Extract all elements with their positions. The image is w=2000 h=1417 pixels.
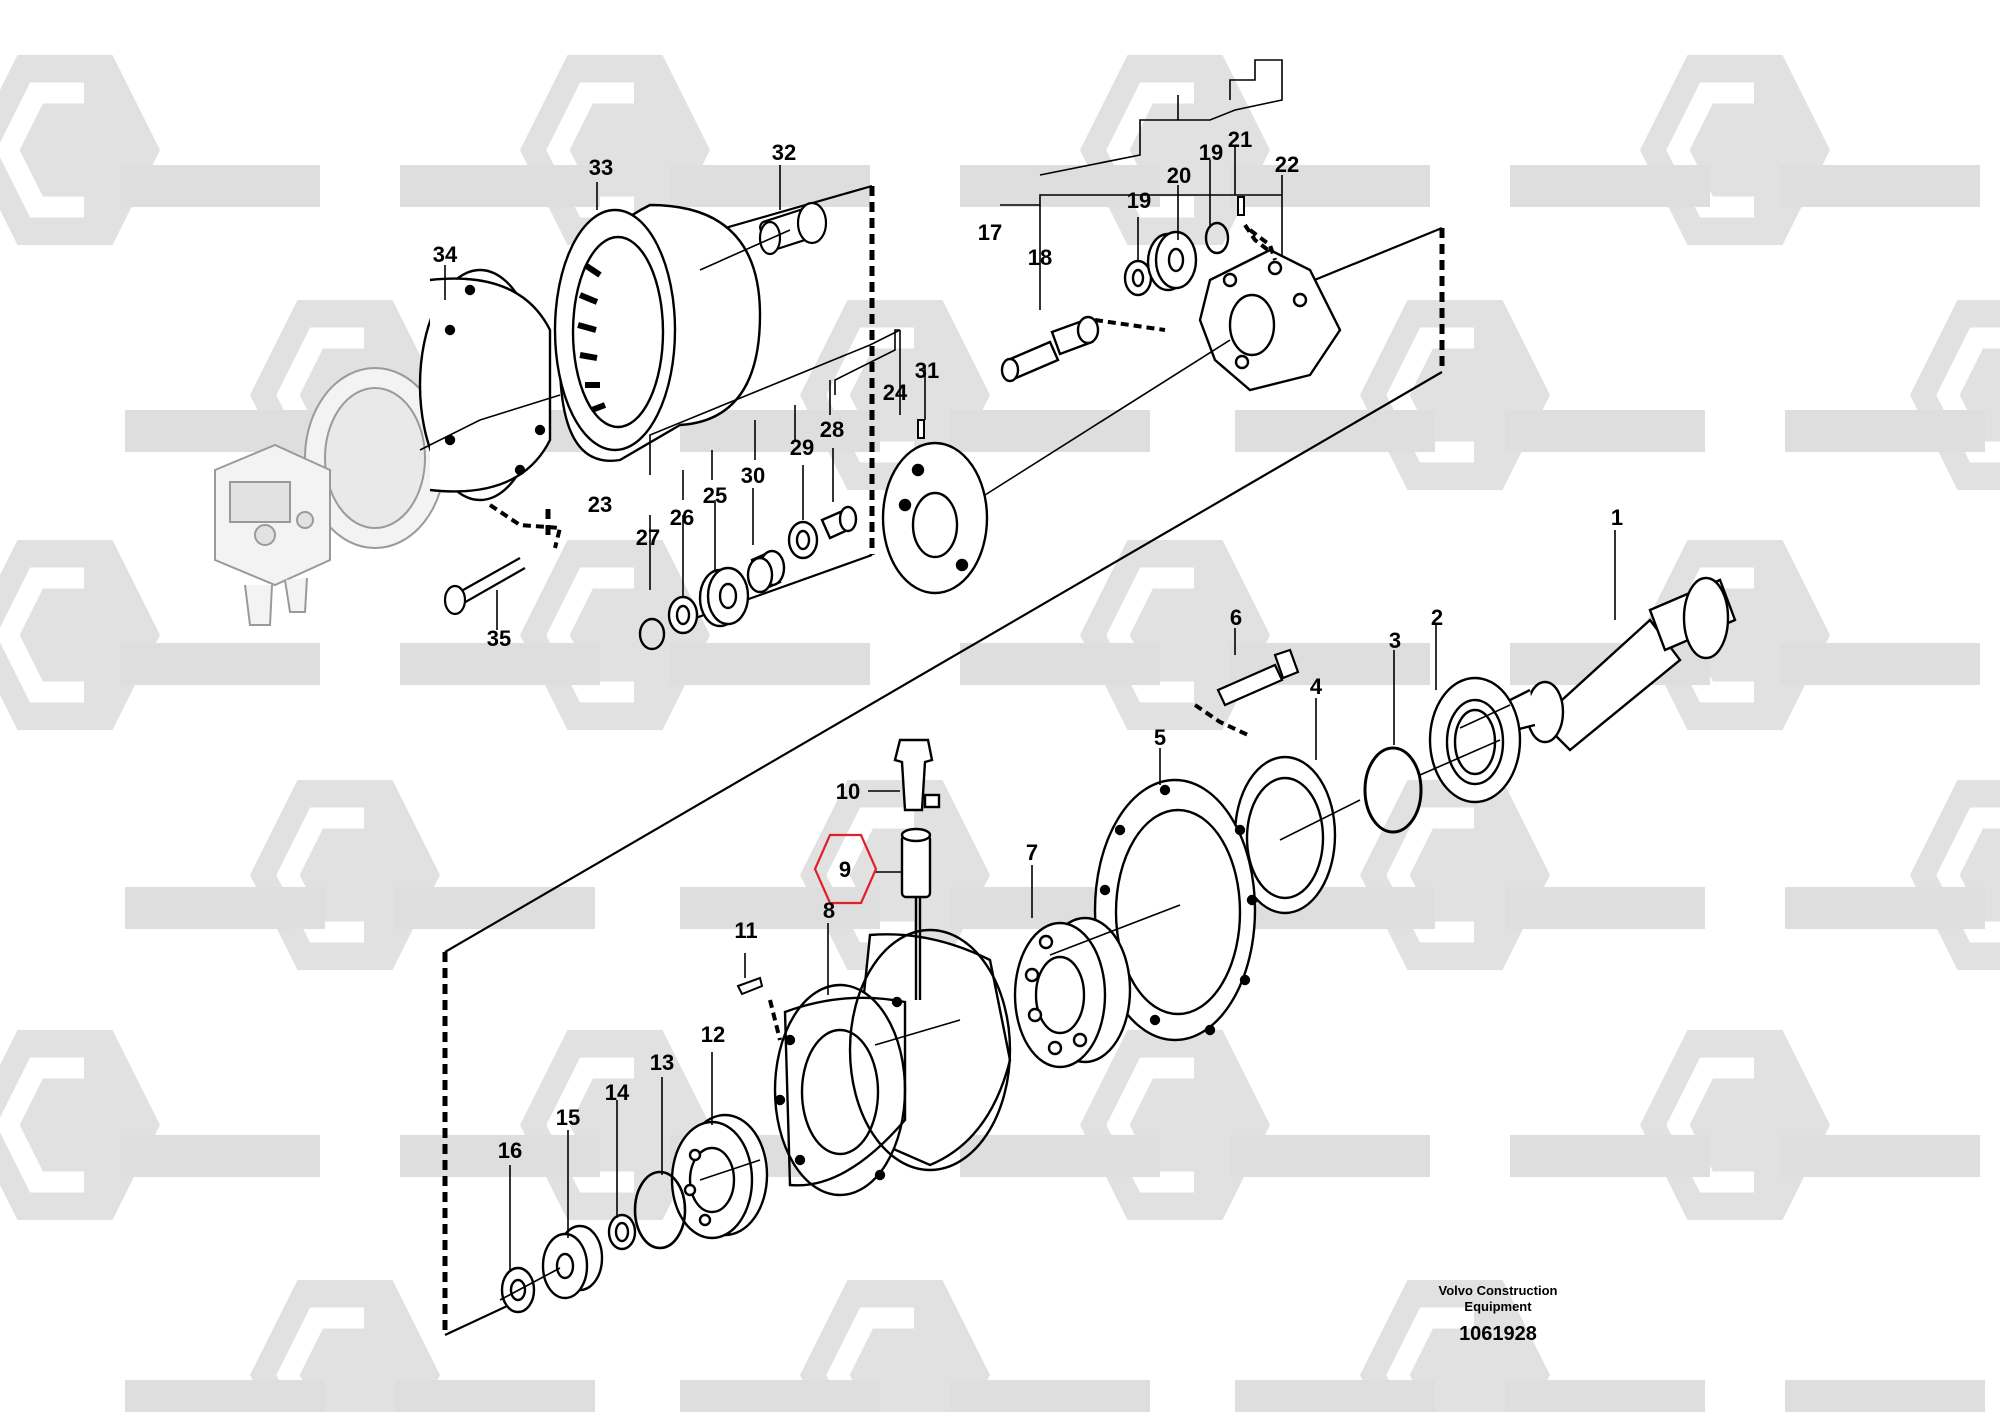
callout-10: 10 — [836, 779, 860, 804]
assembly-axis-lines — [419, 229, 1511, 1301]
watermark-logo — [0, 55, 160, 245]
part-6-bolt — [1216, 648, 1300, 707]
watermark-logo — [1640, 55, 1830, 245]
watermark-logo — [0, 540, 160, 730]
part-3-o-ring — [1363, 746, 1423, 834]
callout-21: 21 — [1228, 127, 1252, 152]
part-28-pin — [820, 505, 858, 540]
part-7-roller-bearing — [1013, 916, 1132, 1069]
part-18-shaft — [1000, 315, 1100, 383]
callout-14: 14 — [605, 1080, 630, 1105]
leader-lines — [444, 59, 1616, 1272]
callout-12: 12 — [701, 1022, 725, 1047]
callout-33: 33 — [589, 155, 613, 180]
part-15-sun-gear — [541, 1224, 604, 1300]
part-29-thrust-washer — [787, 520, 819, 560]
part-10-valve — [893, 738, 941, 812]
part-35-bolt — [443, 557, 526, 616]
part-31-spring-pin — [917, 419, 925, 439]
callout-35: 35 — [487, 626, 511, 651]
callout-19: 19 — [1127, 188, 1151, 213]
callout-7: 7 — [1026, 840, 1038, 865]
watermark-logo — [520, 540, 710, 730]
part-9-sleeve — [900, 827, 932, 1000]
manufacturer-line-2: Equipment — [1464, 1299, 1532, 1314]
assembly-dashed-outline — [442, 186, 1445, 1335]
callout-18: 18 — [1028, 245, 1052, 270]
callout-9: 9 — [839, 857, 851, 882]
watermark-logo — [1910, 300, 2000, 490]
part-30-needle-bearing — [746, 549, 786, 594]
part-24-carrier — [881, 441, 989, 595]
hydraulic-motor — [214, 367, 446, 626]
callout-23: 23 — [588, 492, 612, 517]
drawing-number: 1061928 — [1459, 1323, 1537, 1345]
part-34-ring-housing — [418, 268, 552, 502]
part-22-carrier-plate — [1198, 248, 1342, 392]
part-4-seal-ring — [1233, 755, 1337, 915]
callout-27: 27 — [636, 525, 660, 550]
callout-25: 25 — [703, 483, 727, 508]
part-25-planet-gear — [698, 566, 750, 628]
watermark-logo — [250, 780, 440, 970]
watermark-logo — [1360, 300, 1550, 490]
part-1-output-shaft — [1508, 576, 1737, 752]
part-20-planet-gear — [1146, 230, 1198, 292]
part-11-pin — [736, 976, 764, 996]
watermark-layer — [0, 55, 2000, 1417]
callout-15: 15 — [556, 1105, 580, 1130]
dashed-connectors — [488, 223, 1277, 1041]
callout-labels: 1 2 3 4 5 6 7 8 9 10 11 12 13 14 15 16 1… — [433, 127, 1623, 1163]
watermark-logo — [1080, 540, 1270, 730]
watermark-logo — [1640, 1030, 1830, 1220]
callout-11: 11 — [734, 918, 757, 943]
callout-22: 22 — [1275, 152, 1299, 177]
callout-2: 2 — [1431, 605, 1443, 630]
callout-5: 5 — [1154, 725, 1166, 750]
callout-32: 32 — [772, 140, 796, 165]
callout-16: 16 — [498, 1138, 522, 1163]
callout-8: 8 — [823, 898, 835, 923]
watermark-logo — [1910, 780, 2000, 970]
callout-17: 17 — [978, 220, 1002, 245]
part-26-washer — [667, 595, 699, 635]
watermark-logo — [0, 1030, 160, 1220]
callout-13: 13 — [650, 1050, 674, 1075]
part-33-internal-ring-gear — [553, 203, 762, 463]
part-14-washer — [607, 1213, 637, 1251]
callout-24: 24 — [883, 380, 908, 405]
callout-29: 29 — [790, 435, 814, 460]
callout-31: 31 — [915, 358, 939, 383]
part-13-snap-ring — [633, 1170, 687, 1250]
highlight-hexagon-part-9 — [813, 833, 878, 905]
callout-3: 3 — [1389, 628, 1401, 653]
callout-26: 26 — [670, 505, 694, 530]
callout-4: 4 — [1310, 674, 1323, 699]
callout-20: 20 — [1167, 163, 1191, 188]
watermark-logo — [1080, 1030, 1270, 1220]
callout-6: 6 — [1230, 605, 1242, 630]
watermark-logo — [1360, 780, 1550, 970]
part-8-main-housing — [773, 928, 1012, 1197]
part-21-spring-pin — [1237, 196, 1245, 216]
part-12-bearing — [670, 1113, 769, 1240]
part-19-snap-ring — [1204, 221, 1230, 255]
part-32-sun-gear — [758, 201, 828, 256]
part-27-snap-ring — [638, 617, 666, 651]
part-2-seal — [1428, 676, 1522, 804]
footer-block: Volvo Construction Equipment 1061928 — [1439, 1283, 1558, 1345]
callout-1: 1 — [1611, 505, 1623, 530]
callout-19b: 19 — [1199, 140, 1223, 165]
manufacturer-line-1: Volvo Construction — [1439, 1283, 1558, 1298]
callout-28: 28 — [820, 417, 844, 442]
part-5-flange-ring — [1093, 778, 1258, 1042]
callout-34: 34 — [433, 242, 458, 267]
callout-30: 30 — [741, 463, 765, 488]
